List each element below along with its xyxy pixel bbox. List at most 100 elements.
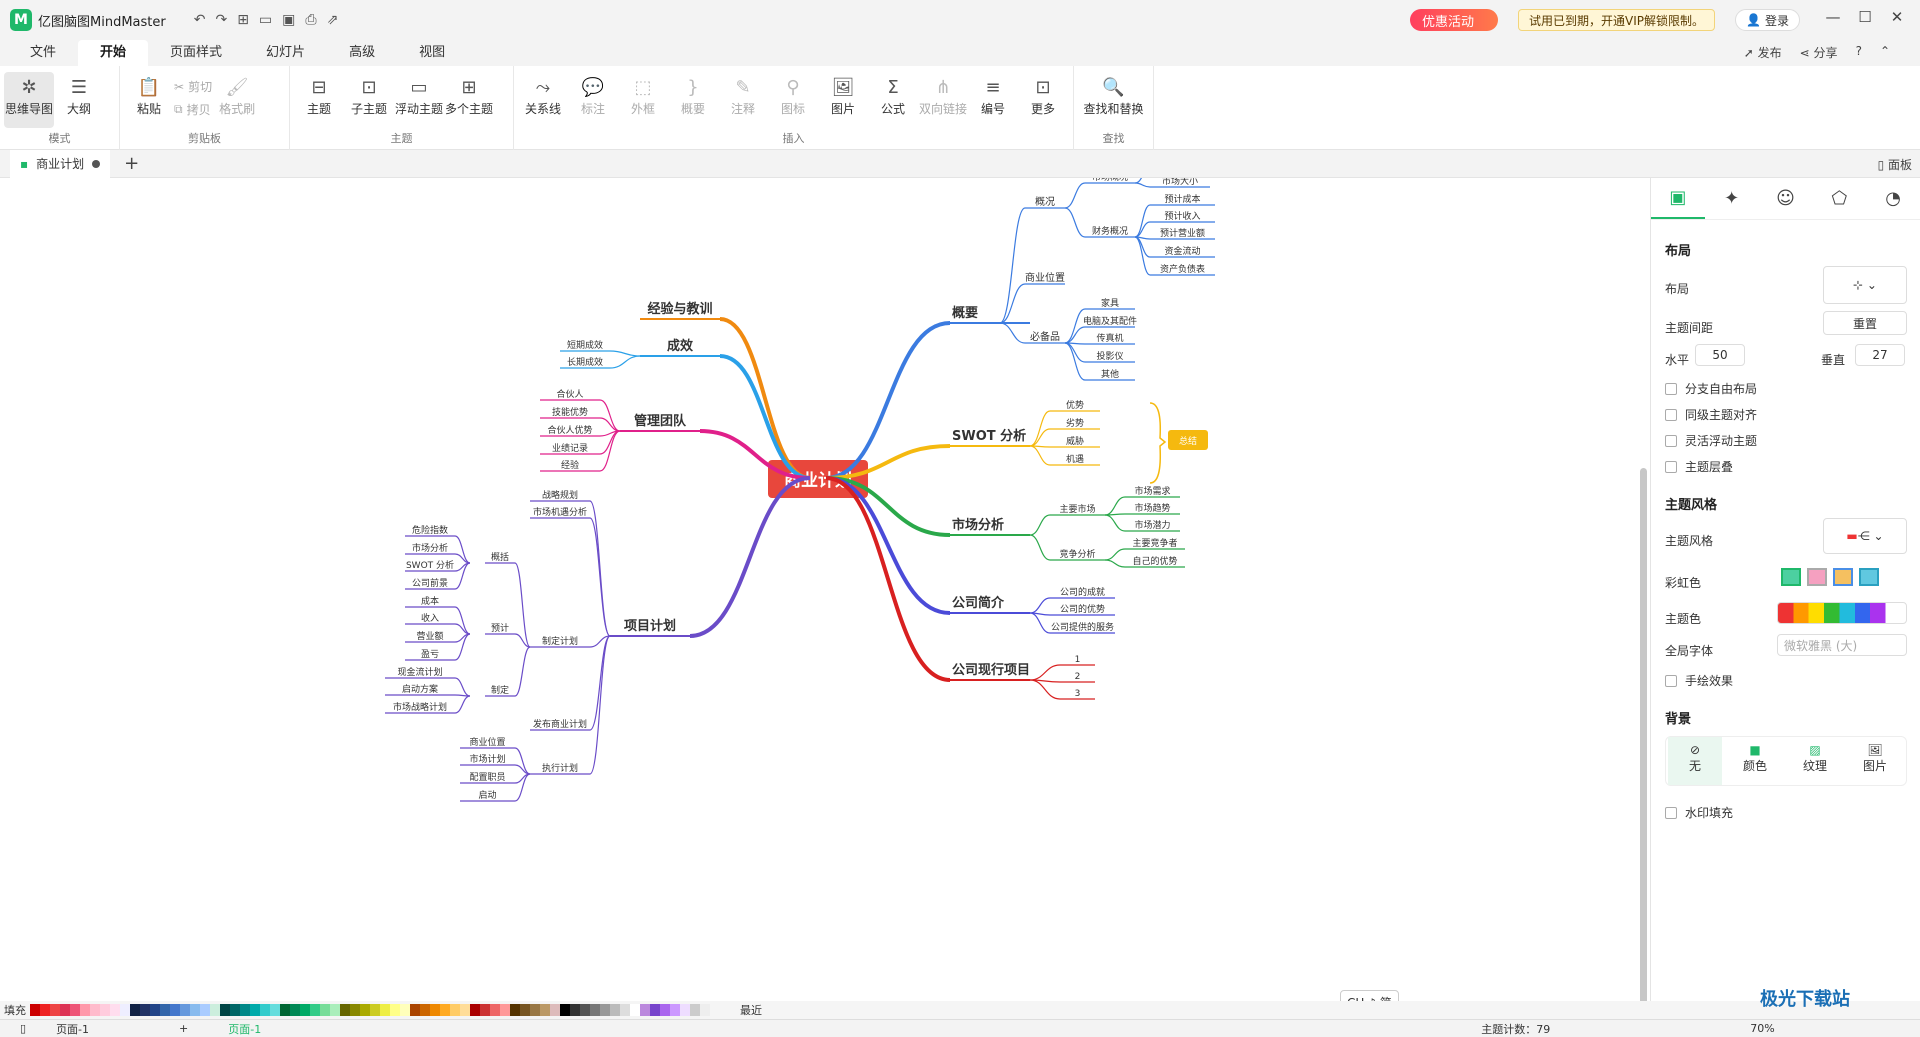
color-swatch[interactable] bbox=[510, 1004, 520, 1016]
vertical-input[interactable]: 27 bbox=[1855, 344, 1905, 366]
horizontal-input[interactable]: 50 bbox=[1695, 344, 1745, 366]
subtopic[interactable]: 资产负债表 bbox=[1160, 263, 1205, 275]
mindmap-mode-button[interactable]: ✲思维导图 bbox=[4, 72, 54, 128]
color-swatch[interactable] bbox=[590, 1004, 600, 1016]
color-swatch[interactable] bbox=[690, 1004, 700, 1016]
note-button[interactable]: ✎注释 bbox=[718, 72, 768, 117]
color-swatch[interactable] bbox=[520, 1004, 530, 1016]
color-swatch[interactable] bbox=[140, 1004, 150, 1016]
page-select[interactable]: 页面-1 bbox=[56, 1022, 90, 1036]
color-swatch[interactable] bbox=[440, 1004, 450, 1016]
subtopic[interactable]: 主要市场 bbox=[1059, 503, 1095, 515]
color-swatch[interactable] bbox=[160, 1004, 170, 1016]
main-topic-right[interactable]: 市场分析 bbox=[952, 517, 1004, 533]
color-swatch[interactable] bbox=[230, 1004, 240, 1016]
color-swatch[interactable] bbox=[700, 1004, 710, 1016]
ai-tab-icon[interactable]: ✦ bbox=[1724, 188, 1740, 209]
collapse-ribbon-icon[interactable]: ⌃ bbox=[1879, 44, 1890, 58]
color-swatch[interactable] bbox=[610, 1004, 620, 1016]
subtopic[interactable]: 公司的成就 bbox=[1060, 586, 1105, 598]
subtopic[interactable]: 启动方案 bbox=[402, 683, 438, 695]
subtopic[interactable]: 家具 bbox=[1101, 297, 1119, 309]
color-swatch[interactable] bbox=[290, 1004, 300, 1016]
color-swatch[interactable] bbox=[100, 1004, 110, 1016]
color-swatch[interactable] bbox=[550, 1004, 560, 1016]
main-topic-right[interactable]: 公司简介 bbox=[952, 595, 1005, 611]
subtopic[interactable]: 财务概况 bbox=[1092, 225, 1128, 237]
color-swatch[interactable] bbox=[180, 1004, 190, 1016]
subtopic[interactable]: 配置职员 bbox=[469, 772, 505, 783]
share-button[interactable]: ⋖ 分享 bbox=[1799, 46, 1838, 60]
color-swatch[interactable] bbox=[580, 1004, 590, 1016]
color-swatch[interactable] bbox=[320, 1004, 330, 1016]
color-swatch[interactable] bbox=[350, 1004, 360, 1016]
color-swatch[interactable] bbox=[670, 1004, 680, 1016]
save-icon[interactable]: ▣ bbox=[282, 12, 296, 28]
main-topic-right[interactable]: SWOT 分析 bbox=[952, 428, 1026, 444]
subtopic[interactable]: 市场概况 bbox=[1092, 178, 1128, 183]
color-swatch[interactable] bbox=[200, 1004, 210, 1016]
theme-tab-icon[interactable]: ⬠ bbox=[1831, 188, 1848, 209]
main-topic-right[interactable]: 概要 bbox=[952, 305, 978, 321]
subtopic[interactable]: 经验 bbox=[561, 459, 579, 471]
color-swatch[interactable] bbox=[650, 1004, 660, 1016]
color-swatch[interactable] bbox=[270, 1004, 280, 1016]
summary-button[interactable]: }概要 bbox=[668, 72, 718, 117]
outline-mode-button[interactable]: ☰大纲 bbox=[54, 72, 104, 117]
subtopic[interactable]: 预计 bbox=[491, 622, 509, 634]
color-swatch[interactable] bbox=[460, 1004, 470, 1016]
color-swatch[interactable] bbox=[80, 1004, 90, 1016]
subtopic[interactable]: 市场分析 bbox=[412, 542, 448, 554]
rainbow-option-3[interactable] bbox=[1833, 568, 1853, 586]
subtopic[interactable]: 商业位置 bbox=[1025, 271, 1065, 284]
subtopic[interactable]: 市场机遇分析 bbox=[533, 506, 587, 518]
menu-home[interactable]: 开始 bbox=[78, 40, 149, 66]
color-swatch[interactable] bbox=[90, 1004, 100, 1016]
subtopic[interactable]: 其他 bbox=[1101, 368, 1119, 380]
new-icon[interactable]: ⊞ bbox=[237, 12, 249, 28]
subtopic[interactable]: 传真机 bbox=[1096, 332, 1123, 344]
subtopic[interactable]: 现金流计划 bbox=[397, 666, 442, 678]
menu-page-style[interactable]: 页面样式 bbox=[170, 45, 223, 60]
color-swatch[interactable] bbox=[390, 1004, 400, 1016]
color-swatch[interactable] bbox=[70, 1004, 80, 1016]
subtopic[interactable]: 启动 bbox=[478, 789, 496, 801]
subtopic[interactable]: 公司提供的服务 bbox=[1051, 621, 1114, 633]
check-float[interactable]: 灵活浮动主题 bbox=[1665, 432, 1757, 449]
color-swatch[interactable] bbox=[600, 1004, 610, 1016]
layout-select[interactable]: ⊹ ⌄ bbox=[1823, 266, 1907, 304]
subtopic[interactable]: 3 bbox=[1075, 689, 1081, 699]
subtopic[interactable]: 执行计划 bbox=[542, 762, 578, 774]
history-tab-icon[interactable]: ◔ bbox=[1885, 188, 1901, 209]
color-swatch[interactable] bbox=[560, 1004, 570, 1016]
subtopic[interactable]: 机遇 bbox=[1066, 453, 1084, 465]
color-swatch[interactable] bbox=[330, 1004, 340, 1016]
subtopic[interactable]: 自己的优势 bbox=[1132, 555, 1177, 567]
color-swatch[interactable] bbox=[640, 1004, 650, 1016]
subtopic[interactable]: 威胁 bbox=[1066, 435, 1084, 447]
subtopic[interactable]: 市场潜力 bbox=[1134, 519, 1170, 531]
new-tab-button[interactable]: + bbox=[124, 153, 140, 174]
subtopic[interactable]: 预计成本 bbox=[1164, 193, 1200, 205]
color-swatch[interactable] bbox=[120, 1004, 130, 1016]
subtopic[interactable]: 技能优势 bbox=[552, 406, 588, 418]
login-button[interactable]: 👤登录 bbox=[1735, 9, 1800, 31]
theme-color-select[interactable] bbox=[1777, 602, 1907, 624]
subtopic[interactable]: 成本 bbox=[421, 595, 439, 607]
color-swatch[interactable] bbox=[380, 1004, 390, 1016]
color-swatch[interactable] bbox=[410, 1004, 420, 1016]
subtopic[interactable]: 劣势 bbox=[1066, 417, 1084, 429]
subtopic[interactable]: 市场大小 bbox=[1162, 178, 1198, 187]
emoji-tab-icon[interactable]: ☺ bbox=[1776, 188, 1795, 209]
callout-button[interactable]: 💬标注 bbox=[568, 72, 618, 117]
main-topic-left[interactable]: 经验与教训 bbox=[647, 301, 712, 317]
menu-view[interactable]: 视图 bbox=[419, 45, 446, 60]
color-swatch[interactable] bbox=[360, 1004, 370, 1016]
main-topic-left[interactable]: 管理团队 bbox=[634, 413, 687, 429]
undo-icon[interactable]: ↶ bbox=[193, 12, 206, 28]
color-swatch[interactable] bbox=[500, 1004, 510, 1016]
font-select[interactable]: 微软雅黑 (大) bbox=[1777, 634, 1907, 656]
color-swatch[interactable] bbox=[280, 1004, 290, 1016]
